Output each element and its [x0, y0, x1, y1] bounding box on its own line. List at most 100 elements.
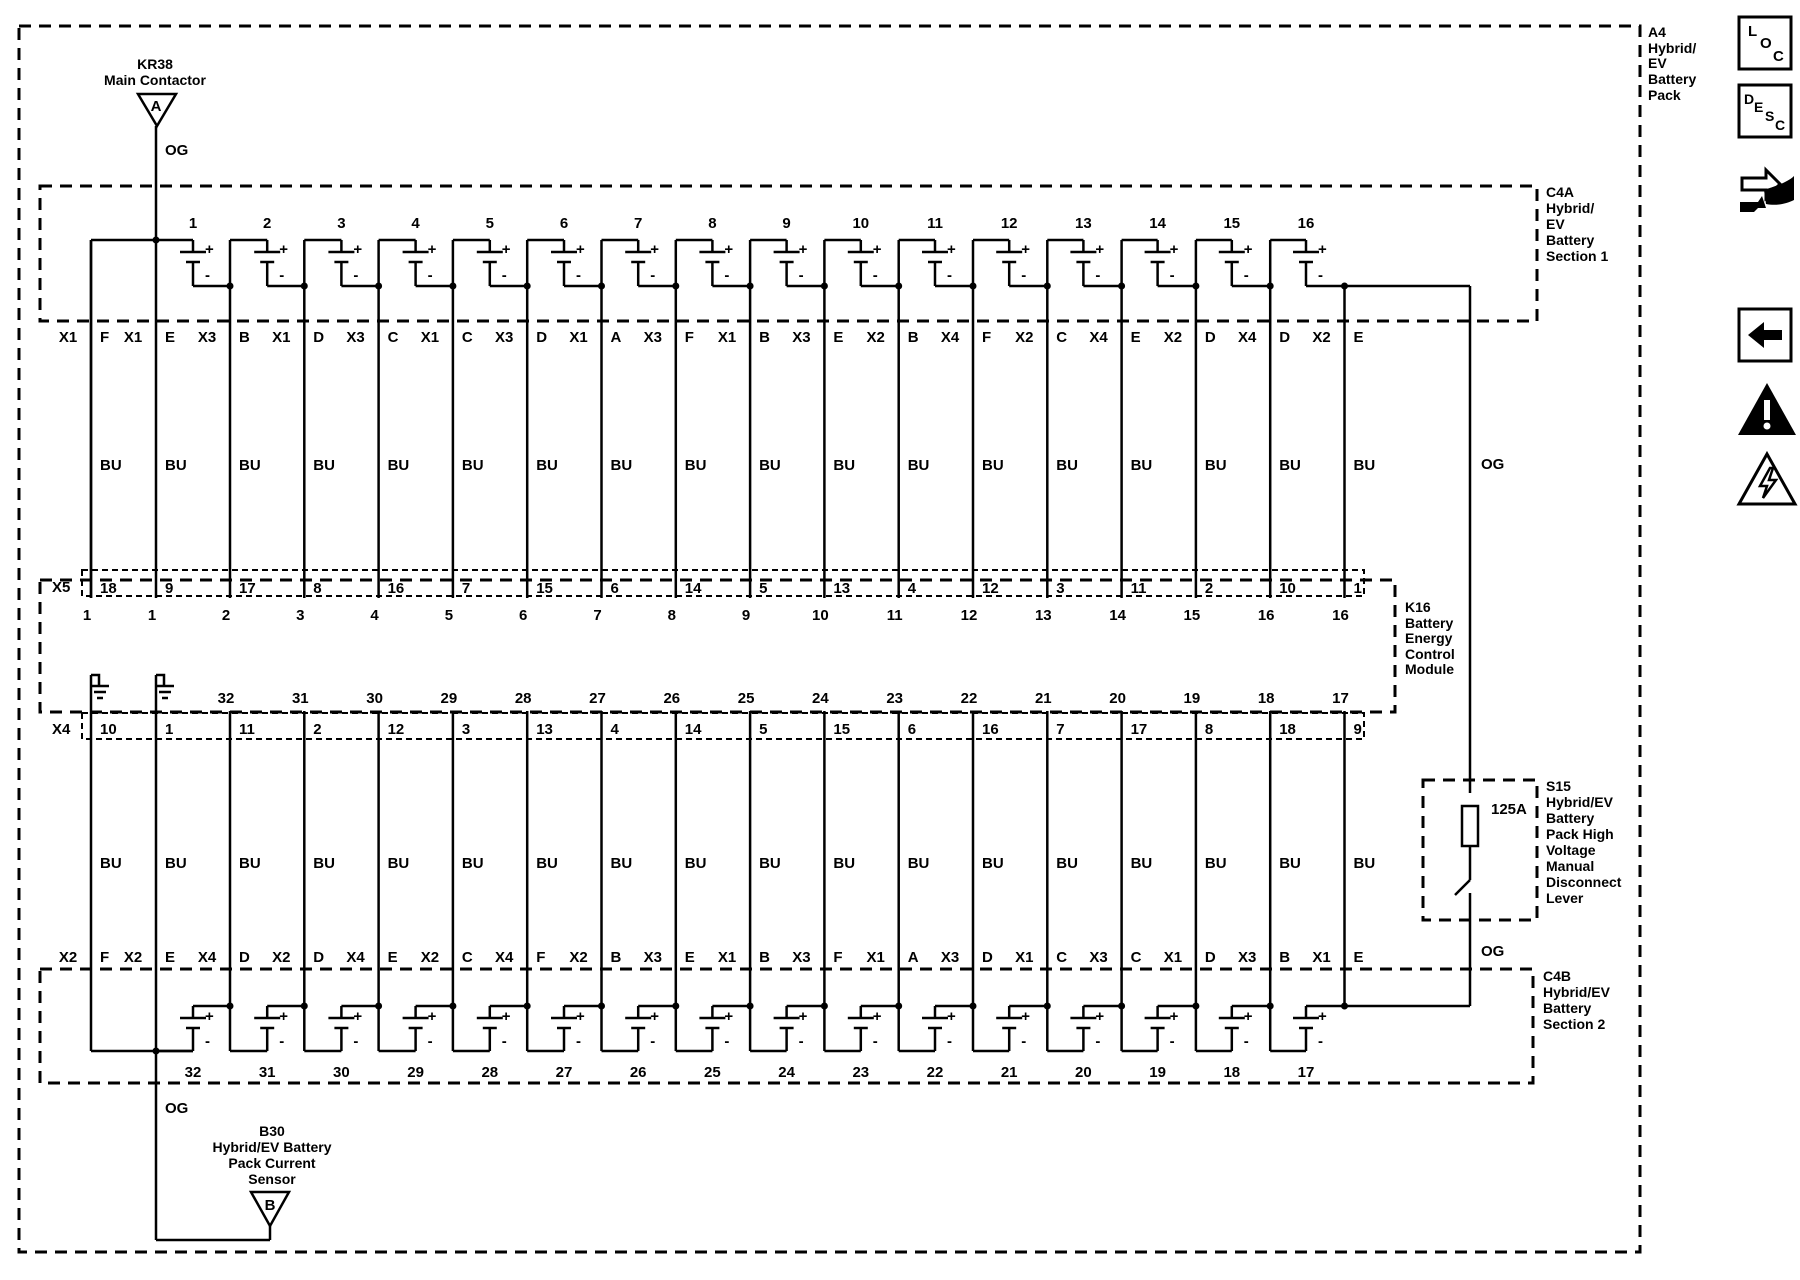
- k16-top-terminal: 1: [148, 607, 156, 624]
- top-cell-number: 6: [560, 215, 568, 232]
- bottom-wire-color: BU: [611, 855, 633, 872]
- battery-plus-sign: +: [1021, 1008, 1030, 1025]
- battery-minus-sign: -: [1318, 1033, 1323, 1050]
- top-wire-color: BU: [462, 457, 484, 474]
- c4a-junction-dot: [1192, 282, 1200, 290]
- x5-pin-number: 7: [462, 580, 470, 597]
- wrench-hand-icon[interactable]: [1736, 156, 1794, 214]
- x5-pin-number: 18: [100, 580, 117, 597]
- battery-minus-sign: -: [428, 1033, 433, 1050]
- x5-pin-number: 8: [313, 580, 321, 597]
- battery-minus-sign: -: [502, 1033, 507, 1050]
- top-connector-pin: B: [759, 329, 770, 346]
- bottom-connector-cavity: X1: [1015, 949, 1033, 966]
- bottom-wire-color: BU: [1279, 855, 1301, 872]
- battery-plus-sign: +: [724, 1008, 733, 1025]
- battery-minus-sign: -: [724, 1033, 729, 1050]
- battery-plus-sign: +: [502, 241, 511, 258]
- battery-minus-sign: -: [353, 1033, 358, 1050]
- battery-plus-sign: +: [502, 1008, 511, 1025]
- k16-top-terminal: 16: [1332, 607, 1349, 624]
- back-arrow-icon[interactable]: [1736, 306, 1794, 364]
- warning-icon[interactable]: [1736, 380, 1796, 438]
- battery-plus-sign: +: [279, 1008, 288, 1025]
- c4a-section1-boundary: [38, 184, 1539, 323]
- loc-letter-o: O: [1760, 35, 1772, 52]
- bottom-cell-number: 26: [630, 1064, 647, 1081]
- c4a-name-4: Section 1: [1546, 248, 1608, 264]
- top-cell-number: 4: [411, 215, 420, 232]
- kr38-connector-symbol: [135, 92, 179, 129]
- top-cell-number: 10: [852, 215, 869, 232]
- k16-bottom-terminal: 32: [218, 690, 235, 707]
- bottom-wire-color: BU: [833, 855, 855, 872]
- top-wire-color: BU: [313, 457, 335, 474]
- x5-pin-number: 10: [1279, 580, 1296, 597]
- bottom-cell-number: 25: [704, 1064, 721, 1081]
- desc-icon[interactable]: D E S C: [1736, 82, 1794, 140]
- a4-name-2: EV: [1648, 55, 1667, 71]
- bottom-connector-pin: C: [1131, 949, 1142, 966]
- bottom-connector-cavity: X2: [569, 949, 587, 966]
- k16-name-4: Module: [1405, 661, 1454, 677]
- top-connector-cavity: X3: [644, 329, 662, 346]
- top-connector-pin: C: [462, 329, 473, 346]
- top-wire-color: BU: [833, 457, 855, 474]
- s15-name-2: Battery: [1546, 810, 1594, 826]
- bottom-wire-color: BU: [759, 855, 781, 872]
- k16-ref: K16: [1405, 599, 1431, 615]
- desc-letter-e: E: [1754, 99, 1763, 115]
- c4a-junction-dot: [300, 282, 308, 290]
- bottom-connector-pin: D: [982, 949, 993, 966]
- top-cell-number: 11: [927, 215, 943, 232]
- x4-pin-number: 18: [1279, 721, 1296, 738]
- bottom-cell-number: 19: [1149, 1064, 1166, 1081]
- battery-plus-sign: +: [576, 241, 585, 258]
- bottom-wire-color: BU: [388, 855, 410, 872]
- s15-fuse-symbol: [1460, 804, 1480, 848]
- a4-name-3: Battery: [1648, 71, 1696, 87]
- top-connector-pin: E: [1354, 329, 1364, 346]
- bottom-connector-cavity: X2: [272, 949, 290, 966]
- bottom-connector-pin: D: [1205, 949, 1216, 966]
- high-voltage-icon[interactable]: [1736, 450, 1798, 508]
- bottom-wire-color: BU: [1131, 855, 1153, 872]
- bottom-cell-number: 22: [927, 1064, 944, 1081]
- bottom-connector-pin: E: [685, 949, 695, 966]
- bottom-connector-cavity: X3: [1238, 949, 1256, 966]
- x5-pin-number: 17: [239, 580, 256, 597]
- bottom-wire-color: BU: [1205, 855, 1227, 872]
- k16-top-terminal: 16: [1258, 607, 1275, 624]
- top-connector-cavity: X1: [272, 329, 290, 346]
- k16-bottom-terminal: 18: [1258, 690, 1275, 707]
- top-wire-color: BU: [759, 457, 781, 474]
- k16-top-terminal: 15: [1184, 607, 1201, 624]
- c4b-name-2: Battery: [1543, 1000, 1591, 1016]
- battery-minus-sign: -: [650, 1033, 655, 1050]
- bottom-connector-pin: C: [462, 949, 473, 966]
- k16-top-terminal: 13: [1035, 607, 1052, 624]
- k16-bottom-terminal: 17: [1332, 690, 1349, 707]
- k16-bottom-terminal: 28: [515, 690, 532, 707]
- k16-bottom-terminal: 27: [589, 690, 606, 707]
- c4a-name-1: Hybrid/: [1546, 200, 1594, 216]
- top-wire-color: BU: [1279, 457, 1301, 474]
- top-wire-color: BU: [1354, 457, 1376, 474]
- c4a-ref: C4A: [1546, 184, 1574, 200]
- bottom-cell-number: 17: [1298, 1064, 1315, 1081]
- x4-pin-number: 17: [1131, 721, 1148, 738]
- x4-pin-number: 6: [908, 721, 916, 738]
- c4b-junction-dot: [969, 1002, 977, 1010]
- c4b-junction-dot: [1043, 1002, 1051, 1010]
- c4a-junction-dot: [375, 282, 383, 290]
- battery-minus-sign: -: [1021, 1033, 1026, 1050]
- b30-ref: B30: [259, 1123, 285, 1139]
- x4-pin-number: 15: [833, 721, 850, 738]
- bottom-connector-pin: B: [759, 949, 770, 966]
- loc-icon[interactable]: L O C: [1736, 14, 1794, 72]
- x4-label: X4: [52, 721, 71, 738]
- top-cell-number: 16: [1298, 215, 1315, 232]
- bottom-cell-number: 27: [556, 1064, 573, 1081]
- c4b-junction-dot: [820, 1002, 828, 1010]
- kr38-name: Main Contactor: [104, 72, 206, 88]
